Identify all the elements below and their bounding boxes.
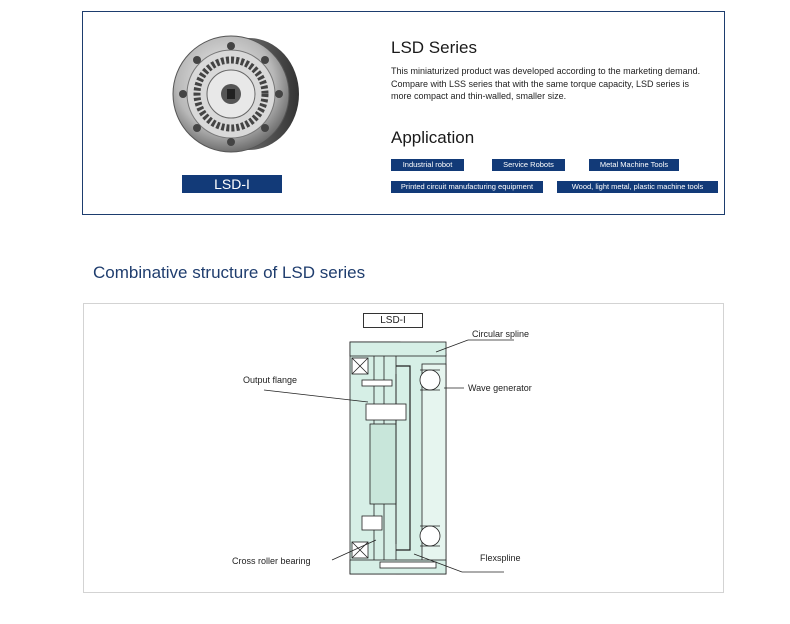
callout-circular-spline: Circular spline	[472, 329, 530, 339]
model-badge: LSD-I	[182, 175, 282, 193]
structure-heading: Combinative structure of LSD series	[93, 263, 366, 282]
callout-cross-roller-bearing: Cross roller bearing	[232, 556, 311, 566]
structure-diagram-panel: LSD-I Circular spline Output flange Wave…	[83, 303, 724, 593]
callout-wave-generator: Wave generator	[468, 383, 532, 393]
application-title: Application	[391, 128, 475, 147]
tag-wood-metal-plastic-tools[interactable]: Wood, light metal, plastic machine tools	[557, 181, 718, 193]
lsd-product-image	[172, 35, 299, 153]
product-card: LSD-I LSD Series This miniaturized produ…	[82, 11, 725, 215]
tag-industrial-robot[interactable]: Industrial robot	[391, 159, 464, 171]
callout-output-flange: Output flange	[243, 375, 298, 385]
series-description: This miniaturized product was developed …	[391, 66, 701, 101]
tag-metal-machine-tools[interactable]: Metal Machine Tools	[589, 159, 679, 171]
callout-flexspline: Flexspline	[480, 553, 521, 563]
cross-section-diagram	[263, 339, 514, 575]
series-title: LSD Series	[391, 38, 477, 57]
diagram-model-label: LSD-I	[363, 313, 423, 328]
tag-service-robots[interactable]: Service Robots	[492, 159, 565, 171]
tag-pcb-equipment[interactable]: Printed circuit manufacturing equipment	[391, 181, 543, 193]
